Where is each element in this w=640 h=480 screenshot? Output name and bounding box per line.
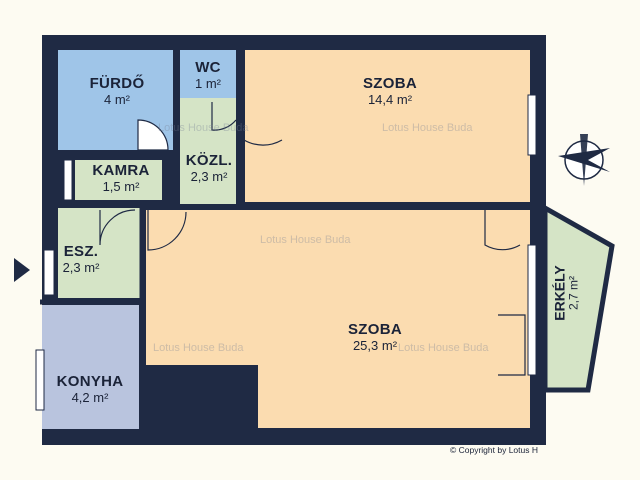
room-name: FÜRDŐ <box>89 75 145 92</box>
label-szoba-2: SZOBA 25,3 m² <box>320 321 430 353</box>
label-wc: WC 1 m² <box>180 59 236 91</box>
room-wc <box>180 50 236 98</box>
watermark: Lotus House Buda <box>398 342 489 354</box>
outside-notch <box>0 380 28 480</box>
room-szoba-1 <box>245 50 530 202</box>
windows <box>35 94 537 411</box>
compass-icon <box>558 134 610 186</box>
label-esz: ESZ. 2,3 m² <box>56 243 106 275</box>
room-area: 14,4 m² <box>367 91 413 107</box>
room-area: 4,2 m² <box>71 389 109 405</box>
room-name: ESZ. <box>63 243 99 260</box>
copyright: © Copyright by Lotus H <box>450 445 538 455</box>
label-furdo: FÜRDŐ 4 m² <box>72 75 162 107</box>
label-erkely: ERKÉLY 2,7 m² <box>547 248 587 338</box>
room-kozl <box>180 98 236 204</box>
watermark: Lotus House Buda <box>158 122 249 134</box>
room-name: KAMRA <box>92 162 150 179</box>
room-erkely <box>542 203 615 393</box>
doors <box>80 102 526 376</box>
room-konyha <box>42 305 139 429</box>
label-konyha: KONYHA 4,2 m² <box>44 373 136 405</box>
room-name: ERKÉLY <box>551 265 568 321</box>
interior-walls <box>40 48 532 305</box>
room-area: 2,3 m² <box>190 168 228 184</box>
entrance-arrow-icon <box>14 258 30 282</box>
room-area: 2,7 m² <box>567 275 582 311</box>
room-area: 1 m² <box>195 75 221 91</box>
room-name: SZOBA <box>348 321 402 338</box>
watermark: Lotus House Buda <box>260 234 351 246</box>
room-area: 4 m² <box>104 91 130 107</box>
room-area: 25,3 m² <box>352 337 398 353</box>
label-szoba-1: SZOBA 14,4 m² <box>335 75 445 107</box>
room-name: WC <box>195 59 221 76</box>
room-szoba-2 <box>146 210 530 428</box>
watermark: Lotus House Buda <box>153 342 244 354</box>
watermark: Lotus House Buda <box>382 122 473 134</box>
room-area: 1,5 m² <box>102 178 140 194</box>
room-esz <box>58 208 140 298</box>
room-kamra <box>75 160 162 200</box>
room-name: KÖZL. <box>185 152 233 169</box>
label-kamra: KAMRA 1,5 m² <box>78 162 164 194</box>
label-kozl: KÖZL. 2,3 m² <box>180 152 238 184</box>
room-name: KONYHA <box>56 373 124 390</box>
room-name: SZOBA <box>363 75 417 92</box>
room-area: 2,3 m² <box>62 259 100 275</box>
